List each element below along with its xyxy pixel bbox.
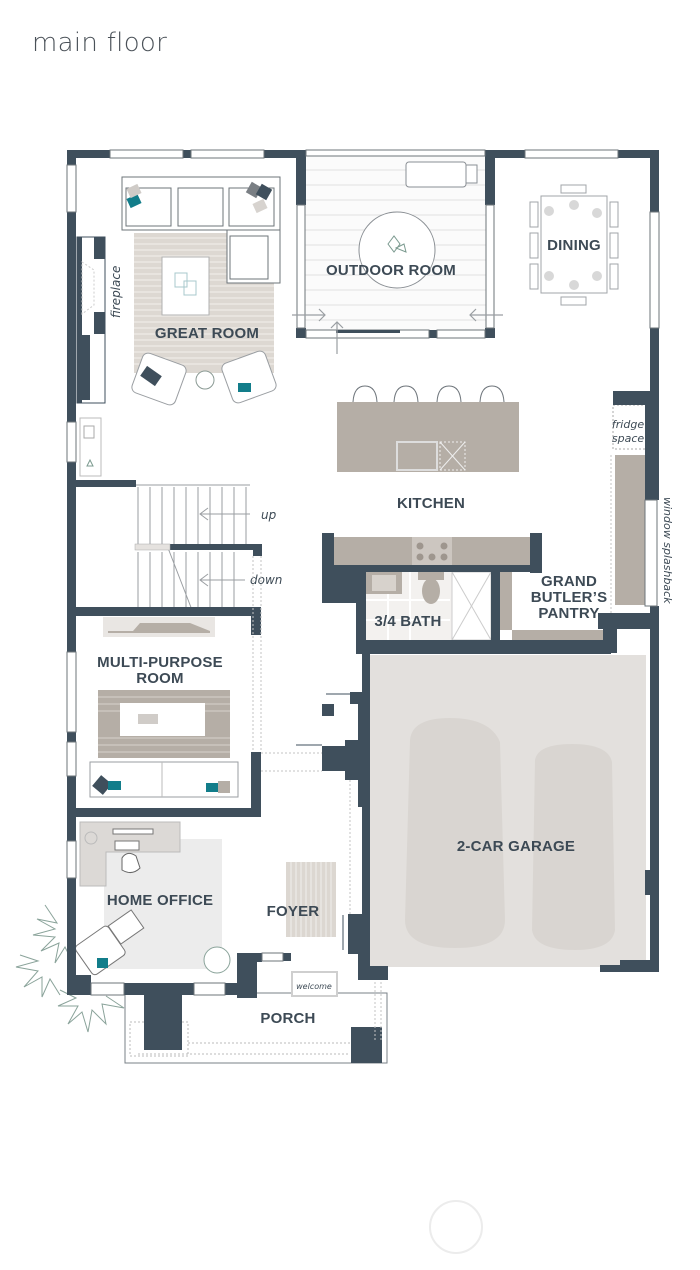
- kitchen-island: [337, 402, 519, 472]
- multipurpose-label-line1: MULTI-PURPOSE: [97, 654, 223, 671]
- windows: [66, 149, 660, 996]
- door-swing-lines: [296, 693, 362, 950]
- welcome-mat-text: welcome: [296, 982, 332, 991]
- dining-label: DINING: [547, 237, 601, 254]
- openings: [252, 455, 612, 1040]
- stairs-down-label: down: [250, 573, 282, 587]
- bath-label: 3/4 BATH: [374, 613, 441, 630]
- outdoor-room-label: OUTDOOR ROOM: [326, 262, 456, 279]
- coffee-table: [161, 256, 210, 316]
- scroll-indicator[interactable]: [429, 1200, 483, 1254]
- console-table: [79, 417, 102, 477]
- car-icon: [405, 718, 505, 948]
- pillow-icon: [126, 183, 142, 199]
- porch-label: PORCH: [260, 1010, 315, 1027]
- fridge-space-label-line1: fridge: [612, 418, 644, 431]
- foyer-runner: [286, 862, 336, 937]
- bar-stools: [352, 385, 505, 403]
- stair-landing-wall: [168, 544, 260, 550]
- pantry-label-line2: BUTLER’S: [531, 589, 608, 606]
- armchair: [221, 350, 277, 404]
- bathroom-fixtures: [366, 571, 492, 641]
- multipurpose-furniture: [89, 617, 239, 798]
- pillow-icon: [255, 183, 273, 201]
- pantry-label-line3: PANTRY: [538, 605, 599, 622]
- car-icon: [532, 744, 615, 950]
- dining-table: [529, 184, 619, 306]
- decor-icon: [183, 280, 197, 296]
- porch-column: [351, 1027, 382, 1063]
- home-office-label: HOME OFFICE: [107, 892, 213, 909]
- garage-label: 2-CAR GARAGE: [457, 838, 575, 855]
- entry-arrows: [292, 308, 503, 354]
- porch-column: [144, 993, 182, 1050]
- fireplace-label: fireplace: [109, 266, 123, 318]
- plant-icon: [15, 904, 125, 1033]
- armchair: [131, 352, 187, 406]
- toilet-icon: [422, 578, 440, 604]
- great-room-label: GREAT ROOM: [155, 325, 259, 342]
- pillow-icon: [126, 193, 142, 209]
- pantry-counter: [500, 404, 648, 642]
- multipurpose-label-line2: ROOM: [136, 670, 183, 687]
- garage-wall: [362, 650, 370, 972]
- welcome-mat: [291, 971, 338, 997]
- foyer-label: FOYER: [267, 903, 320, 920]
- stair-rail: [134, 543, 171, 551]
- fridge-space-label-line2: space: [612, 432, 645, 445]
- sliding-door-track: [336, 330, 400, 333]
- stairs-up-label: up: [261, 508, 277, 522]
- pantry-label-line1: GRAND: [541, 573, 597, 590]
- staircase: [135, 484, 250, 611]
- kitchen-counter: [333, 537, 531, 565]
- pillow-icon: [252, 198, 268, 214]
- page-title: main floor: [32, 28, 168, 58]
- window-splashback-label: window splashback: [661, 497, 674, 604]
- outdoor-room-deck: [305, 155, 487, 333]
- side-table-icon: [195, 370, 215, 390]
- decor-icon: [174, 272, 188, 288]
- home-office-furniture: [74, 821, 231, 976]
- kitchen-label: KITCHEN: [397, 495, 465, 512]
- fireplace: [76, 236, 106, 404]
